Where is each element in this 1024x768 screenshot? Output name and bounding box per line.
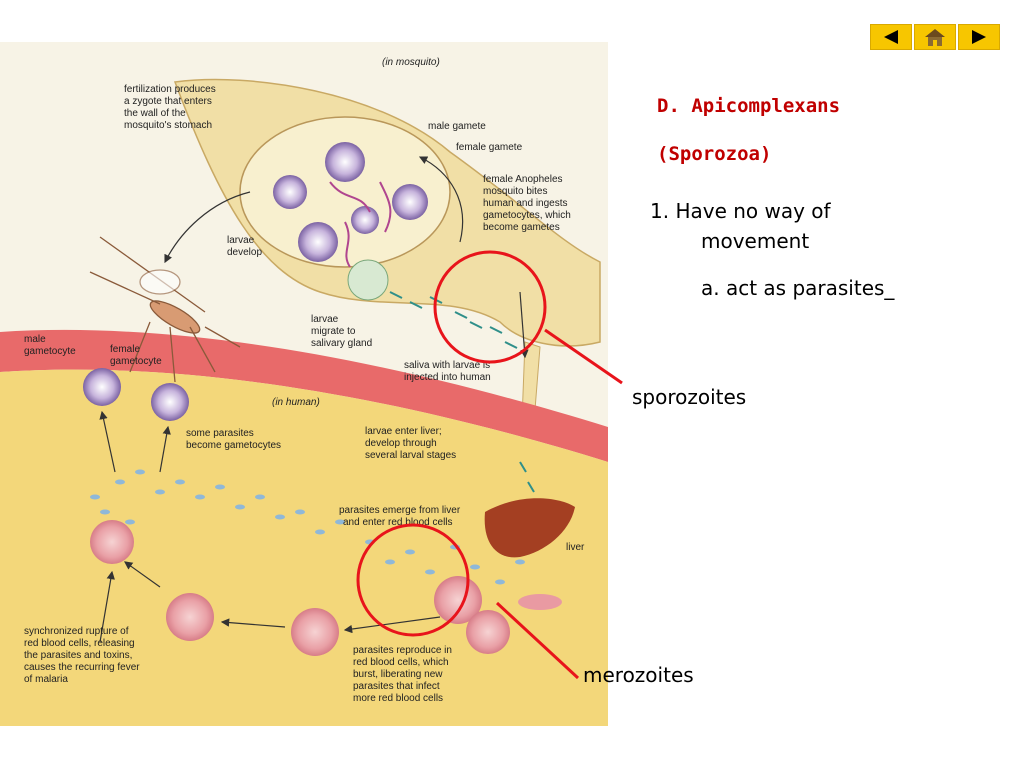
mosquito-illustration <box>89 236 241 383</box>
label-saliva-2: injected into human <box>404 372 491 383</box>
label-larvae-migrate-2: migrate to <box>311 326 356 337</box>
next-button[interactable] <box>958 24 1000 50</box>
label-larvae-enter-liver-2: develop through <box>365 438 437 449</box>
label-rupture-1: synchronized rupture of <box>24 626 129 637</box>
label-larvae-migrate-3: salivary gland <box>311 338 372 349</box>
label-male-gamete: male gamete <box>428 121 486 132</box>
label-larvae-migrate-1: larvae <box>311 314 339 325</box>
red-blood-cells <box>90 520 562 656</box>
home-button[interactable] <box>914 24 956 50</box>
label-fertilization-1: fertilization produces <box>124 84 216 95</box>
mosquito-stomach <box>239 116 451 268</box>
label-in-human: (in human) <box>272 397 320 408</box>
label-larvae-develop-2: develop <box>227 247 262 258</box>
label-female-gametocyte-2: gametocyte <box>110 356 162 367</box>
label-female-anopheles-3: human and ingests <box>483 198 568 209</box>
bullet-1a: a. act as parasites_ <box>701 276 895 300</box>
label-fertilization-2: a zygote that enters <box>124 96 212 107</box>
label-female-gamete: female gamete <box>456 142 523 153</box>
triangle-right-icon <box>972 30 986 44</box>
label-some-parasites-2: become gametocytes <box>186 440 281 451</box>
label-male-gametocyte-2: gametocyte <box>24 346 76 357</box>
label-reproduce-2: red blood cells, which <box>353 657 449 668</box>
liver <box>484 498 575 558</box>
sporozoites-pointer-line <box>544 328 623 385</box>
skin-tissue <box>0 369 608 726</box>
cycle-arrows <box>99 156 529 643</box>
label-female-anopheles-2: mosquito bites <box>483 186 547 197</box>
gamete-cells <box>273 142 428 301</box>
slide-title-line2: (Sporozoa) <box>657 143 772 165</box>
label-larvae-enter-liver-3: several larval stages <box>365 450 456 461</box>
merozoites-highlight-circle <box>356 523 470 637</box>
sporozoites-highlight-circle <box>433 250 547 364</box>
label-reproduce-1: parasites reproduce in <box>353 645 452 656</box>
label-parasites-emerge-2: and enter red blood cells <box>343 517 453 528</box>
label-reproduce-3: burst, liberating new <box>353 669 443 680</box>
label-parasites-emerge-1: parasites emerge from liver <box>339 505 461 516</box>
merozoites-pointer-line <box>495 601 580 680</box>
label-in-mosquito: (in mosquito) <box>382 57 440 68</box>
sporozoite-larvae <box>389 291 547 533</box>
label-female-anopheles-5: become gametes <box>483 222 560 233</box>
label-saliva-1: saliva with larvae is <box>404 360 490 371</box>
bullet-1-line1: 1. Have no way of <box>650 199 831 223</box>
label-some-parasites-1: some parasites <box>186 428 254 439</box>
callout-sporozoites: sporozoites <box>632 385 747 409</box>
label-male-gametocyte-1: male <box>24 334 46 345</box>
bullet-1-line2: movement <box>701 229 810 253</box>
skin-epidermis <box>0 329 608 462</box>
label-rupture-3: the parasites and toxins, <box>24 650 132 661</box>
prev-button[interactable] <box>870 24 912 50</box>
slide-title-line1: D. Apicomplexans <box>657 95 841 117</box>
label-rupture-4: causes the recurring fever <box>24 662 140 673</box>
label-larvae-enter-liver-1: larvae enter liver; <box>365 426 442 437</box>
label-reproduce-5: more red blood cells <box>353 693 443 704</box>
malaria-life-cycle-diagram: (in mosquito) (in human) fertilization p… <box>0 42 608 726</box>
merozoite-swarm <box>90 469 525 585</box>
label-female-anopheles-4: gametocytes, which <box>483 210 571 221</box>
triangle-left-icon <box>884 30 898 44</box>
label-rupture-2: red blood cells, releasing <box>24 638 135 649</box>
callout-merozoites: merozoites <box>583 663 694 687</box>
label-reproduce-4: parasites that infect <box>353 681 440 692</box>
label-rupture-5: of malaria <box>24 674 68 685</box>
label-female-gametocyte-1: female <box>110 344 140 355</box>
label-larvae-develop-1: larvae <box>227 235 255 246</box>
gametocytes <box>83 368 189 421</box>
label-fertilization-4: mosquito's stomach <box>124 120 212 131</box>
label-female-anopheles-1: female Anopheles <box>483 174 563 185</box>
home-icon <box>925 29 945 46</box>
label-liver: liver <box>566 542 585 553</box>
label-fertilization-3: the wall of the <box>124 108 186 119</box>
